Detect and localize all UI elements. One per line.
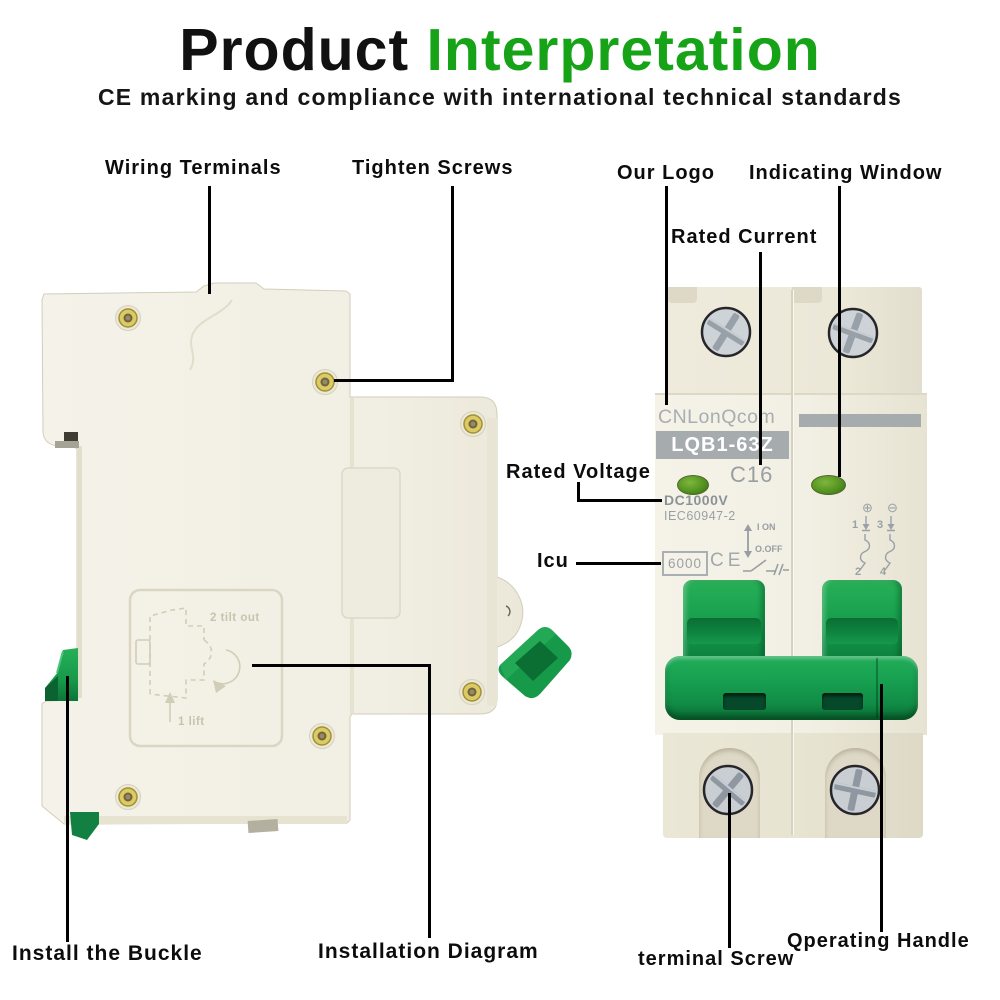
mounting-hole (460, 411, 486, 437)
leader-tighten-screws-h (334, 379, 454, 382)
pole-divider (791, 290, 793, 835)
label-tighten-screws: Tighten Screws (352, 157, 514, 179)
terminal-arrow-icon (862, 524, 870, 530)
mounting-hole (459, 679, 485, 705)
brand-text: CNLonQcom (658, 406, 776, 428)
mounting-hole (312, 369, 338, 395)
leader-tighten-screws-v (451, 186, 454, 382)
label-icu: Icu (537, 550, 569, 572)
handle-bar-hole (723, 693, 766, 710)
label-installation-diagram: Installation Diagram (318, 940, 539, 963)
rated-voltage-text: DC1000V (664, 492, 729, 508)
label-wiring-terminals: Wiring Terminals (105, 157, 282, 179)
handle-bar-seam (876, 658, 878, 718)
breaker-side-view: 2 tilt out 1 lift (41, 282, 572, 840)
terminal-screw-top-left (700, 306, 752, 358)
bottom-clip (70, 812, 99, 840)
side-recessed-panel (341, 467, 401, 619)
din-buckle (45, 648, 78, 701)
toggle-groove (826, 618, 898, 644)
step-1-text: 1 lift (178, 716, 205, 728)
step-2-text: 2 tilt out (210, 612, 260, 624)
breaker-front-view: CNLonQcom LQB1-63Z C16 DC1000V IEC60947-… (640, 270, 970, 870)
terminal-notch (792, 287, 822, 303)
leader-wiring-terminals (208, 186, 211, 294)
page-title-black: Product (179, 17, 410, 83)
lift-arrowhead (165, 692, 175, 703)
leader-install-buckle (66, 676, 69, 942)
side-operating-handle (498, 627, 572, 699)
page-subtitle: CE marking and compliance with internati… (97, 84, 903, 110)
toggle-groove (687, 618, 761, 644)
side-shadow-bottom (64, 816, 347, 824)
model-badge: LQB1-63Z (656, 431, 789, 459)
off-label: O.OFF (755, 544, 783, 554)
leader-rated-current (759, 252, 762, 465)
label-indicating-window: Indicating Window (749, 162, 943, 184)
pivot-mark (505, 605, 511, 617)
page-title-green: Interpretation (426, 17, 821, 83)
polarity-plus-icon: ⊕ (862, 500, 873, 515)
label-rated-current: Rated Current (671, 226, 818, 248)
leader-operating-handle (880, 684, 883, 932)
mounting-hole (115, 305, 141, 331)
installation-diagram-panel: 2 tilt out 1 lift (128, 588, 284, 748)
switch-symbol-icon (743, 559, 789, 576)
leader-rated-voltage-v (577, 482, 580, 502)
on-label: I ON (757, 522, 776, 532)
terminal-notch (668, 287, 697, 303)
ce-mark: CE (710, 550, 745, 571)
operating-handle-bar (665, 656, 918, 720)
leader-installation-diagram-v (428, 664, 431, 938)
bottom-tab (247, 818, 279, 834)
polarity-minus-icon: ⊖ (887, 500, 898, 515)
label-rated-voltage: Rated Voltage (506, 461, 651, 483)
leader-indicating-window (838, 186, 841, 477)
side-shadow-left (77, 446, 82, 698)
leader-our-logo (665, 186, 668, 405)
standard-text: IEC60947-2 (664, 509, 736, 523)
toggle-right (822, 580, 902, 664)
page-title: Product Interpretation (0, 16, 1000, 84)
mounting-hole (115, 784, 141, 810)
side-shadow-right (487, 418, 497, 706)
leader-installation-diagram-h (252, 664, 431, 667)
handle-bar-hole (822, 693, 863, 710)
terminal-screw-top-right (827, 307, 879, 359)
terminal-4-label: 4 (880, 566, 887, 578)
terminal-3-label: 3 (877, 519, 883, 531)
label-operating-handle: Qperating Handle (787, 930, 970, 952)
leader-terminal-screw (728, 793, 731, 948)
toggle-left (683, 580, 765, 664)
right-pole-stripe (799, 414, 921, 427)
side-mold-seam (189, 299, 233, 371)
terminal-2-label: 2 (855, 566, 861, 578)
terminal-arrow-icon (887, 524, 895, 530)
mounting-hole (309, 723, 335, 749)
tilt-arrowhead (213, 680, 226, 693)
label-our-logo: Our Logo (617, 162, 715, 184)
leader-icu (576, 562, 661, 565)
terminal-screw-bottom-left (702, 764, 754, 816)
indicating-window-right (811, 475, 846, 495)
wiring-schematic: ⊕ ⊖ 1 3 2 4 (852, 500, 898, 578)
terminal-screw-bottom-right (829, 764, 881, 816)
leader-rated-voltage-h (577, 499, 662, 502)
icu-value-box: 6000 (662, 551, 708, 576)
on-off-arrow-icon (744, 524, 752, 558)
terminal-1-label: 1 (852, 519, 858, 531)
din-rail-clip (55, 441, 79, 448)
rated-current-text: C16 (730, 462, 774, 487)
indicating-window-left (677, 475, 709, 495)
label-terminal-screw: terminal Screw (638, 948, 795, 970)
mounting-holes (115, 305, 486, 810)
label-install-the-buckle: Install the Buckle (12, 942, 203, 965)
